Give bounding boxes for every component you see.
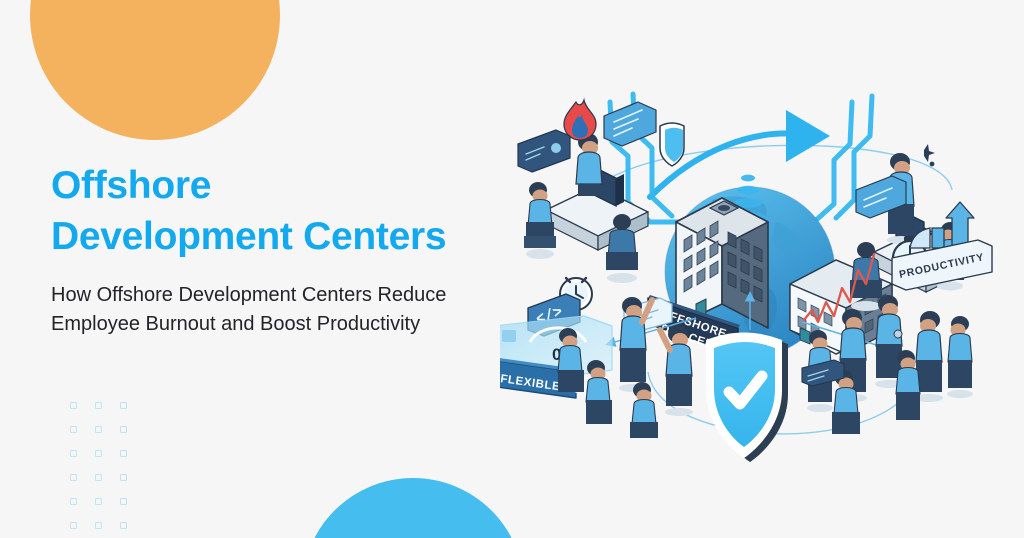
headline-line-1: Offshore <box>51 164 212 207</box>
bottom-left-team: </> 0 FLEXIBLE HOURS <box>500 276 693 438</box>
dot-grid-cell <box>120 522 127 529</box>
red-trend-line-icon <box>802 252 876 324</box>
offshore-dev-center-illustration: OFFSHORE DEV CENTER <box>500 72 1020 487</box>
chat-bubble-icon <box>603 101 657 147</box>
dot-grid-cell <box>95 522 102 529</box>
media-panel-icon <box>801 359 845 387</box>
dot-grid-cell <box>70 402 77 409</box>
dot-grid-cell <box>70 474 77 481</box>
bottom-right-team: PRODUCTIVITY <box>801 201 993 434</box>
page-subtitle: How Offshore Development Centers Reduce … <box>51 283 447 336</box>
top-left-dev-team <box>517 97 685 283</box>
shield-check-icon <box>706 332 788 462</box>
dot-grid-cell <box>120 474 127 481</box>
dot-grid-cell <box>70 426 77 433</box>
orange-circle-decoration <box>30 0 280 140</box>
dot-grid-cell <box>95 402 102 409</box>
dot-grid-cell <box>120 402 127 409</box>
dot-grid-cell <box>120 426 127 433</box>
shield-icon <box>659 122 685 167</box>
productivity-label: PRODUCTIVITY <box>891 239 993 291</box>
dot-grid-cell <box>70 498 77 505</box>
office-building-icon <box>675 197 769 329</box>
flame-icon <box>563 97 597 141</box>
sparkle-icon <box>924 144 935 167</box>
dot-grid-cell <box>70 522 77 529</box>
dot-grid-cell <box>95 450 102 457</box>
dot-grid-decoration <box>70 402 132 538</box>
media-panel-icon <box>517 129 571 173</box>
dot-grid-cell <box>95 474 102 481</box>
dot-grid-cell <box>95 426 102 433</box>
dot-grid-cell <box>70 450 77 457</box>
dot-grid-cell <box>120 498 127 505</box>
clock-icon <box>559 276 593 311</box>
network-circuit-icon <box>811 93 875 225</box>
gauge-value: 0 <box>552 345 561 364</box>
dot-grid-cell <box>120 450 127 457</box>
curved-arrow-icon <box>647 110 830 200</box>
dot-grid-cell <box>95 498 102 505</box>
blue-circle-decoration <box>302 478 524 538</box>
chat-bubble-icon <box>855 175 907 219</box>
headline-line-2: Development Centers <box>51 215 447 259</box>
